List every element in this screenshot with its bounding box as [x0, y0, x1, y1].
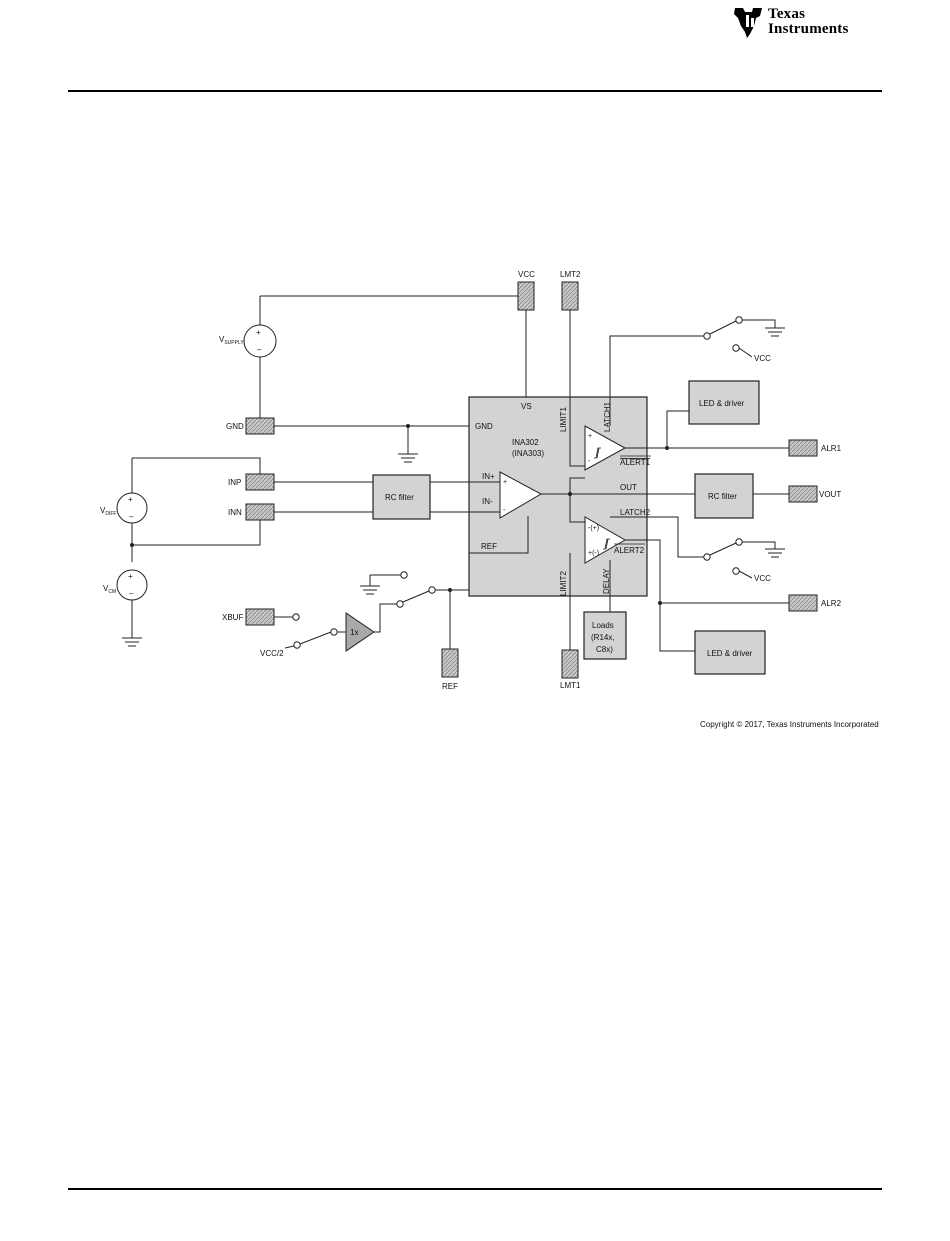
label-alr1: ALR1: [821, 444, 842, 453]
latch2-switch[interactable]: [703, 538, 753, 579]
ti-logo: Texas Instruments: [732, 4, 882, 40]
header-rule: [68, 90, 882, 92]
logo-text-line2: Instruments: [768, 21, 849, 37]
unity-buffer: [345, 612, 375, 652]
pin-out: OUT: [620, 483, 637, 492]
led-driver-block-2: [694, 630, 766, 675]
label-vcc: VCC: [518, 270, 535, 279]
pin-limit1: LIMIT1: [559, 407, 568, 432]
pin-latch1: LATCH1: [603, 401, 612, 432]
pin-limit2: LIMIT2: [559, 571, 568, 596]
vdiff-source: + –: [116, 492, 148, 524]
label-lmt1: LMT1: [560, 681, 581, 690]
footer-rule: [68, 1188, 882, 1190]
wiring: [131, 295, 789, 652]
pin-in-minus: IN-: [482, 497, 493, 506]
label-vsupply: VSUPPLY: [219, 335, 244, 346]
connector-vout[interactable]: [788, 485, 818, 503]
xbuf-select-switch[interactable]: [284, 613, 338, 649]
diff-amplifier: [499, 471, 543, 519]
rc-filter-input: [372, 474, 431, 520]
label-buffer: 1x: [350, 628, 358, 637]
loads-block: [583, 611, 627, 660]
label-rc-filter-output: RC filter: [708, 492, 737, 501]
ic-alt-name: (INA303): [512, 449, 544, 458]
pin-ref: REF: [481, 542, 497, 551]
connector-inn[interactable]: [245, 503, 275, 521]
svg-text:-: -: [503, 507, 506, 514]
pin-vs: VS: [521, 402, 532, 411]
connector-alr1[interactable]: [788, 439, 818, 457]
junction-dots: [130, 424, 669, 605]
label-switch-vcc-1: VCC: [754, 354, 771, 363]
ti-logo-icon: [734, 8, 762, 38]
pin-delay: DELAY: [602, 568, 611, 594]
svg-text:-(+): -(+): [588, 525, 599, 532]
label-vcc-half: VCC/2: [260, 649, 284, 658]
hysteresis-icon-1: [594, 447, 601, 459]
pin-latch2: LATCH2: [620, 508, 651, 517]
svg-text:–: –: [257, 345, 262, 354]
svg-text:+: +: [588, 433, 592, 440]
comparator-2: [584, 516, 627, 564]
svg-text:+: +: [503, 479, 507, 486]
ref-select-switch[interactable]: [396, 571, 436, 608]
connector-lmt1[interactable]: [561, 649, 579, 679]
connector-inp[interactable]: [245, 473, 275, 491]
svg-text:–: –: [129, 589, 134, 598]
svg-text:+: +: [128, 495, 133, 504]
svg-text:+: +: [256, 328, 261, 337]
ic-name: INA302: [512, 438, 539, 447]
label-gnd: GND: [226, 422, 244, 431]
connector-alr2[interactable]: [788, 594, 818, 612]
pin-alert2: ALERT2: [614, 546, 645, 555]
svg-text:+: +: [128, 572, 133, 581]
label-ref: REF: [442, 682, 458, 691]
label-led-driver-1: LED & driver: [699, 399, 745, 408]
hysteresis-icon-2: [603, 538, 610, 550]
label-vdiff: VDIFF: [100, 506, 116, 517]
copyright-text: Copyright © 2017, Texas Instruments Inco…: [700, 720, 879, 729]
ina302-ic-body: [468, 396, 648, 597]
label-lmt2: LMT2: [560, 270, 581, 279]
led-driver-block-1: [688, 380, 760, 425]
rc-filter-output: [694, 473, 754, 519]
label-inn: INN: [228, 508, 242, 517]
label-inp: INP: [228, 478, 241, 487]
label-rc-filter-input: RC filter: [385, 493, 414, 502]
ground-symbols: [122, 327, 785, 647]
svg-text:–: –: [129, 512, 134, 521]
label-led-driver-2: LED & driver: [707, 649, 753, 658]
svg-text:+(-): +(-): [588, 550, 599, 557]
vcm-source: + –: [116, 569, 148, 601]
svg-text:-: -: [588, 458, 591, 465]
connector-ref[interactable]: [441, 648, 459, 678]
label-loads-1: Loads: [592, 621, 614, 630]
label-loads-3: C8x): [596, 645, 613, 654]
comparator-1: [584, 425, 627, 471]
pin-gnd: GND: [475, 422, 493, 431]
pin-in-plus: IN+: [482, 472, 495, 481]
label-xbuf: XBUF: [222, 613, 243, 622]
connector-gnd[interactable]: [245, 417, 275, 435]
label-vout: VOUT: [819, 490, 841, 499]
label-vcm: VCM: [103, 584, 116, 595]
pin-alert1: ALERT1: [620, 458, 651, 467]
connector-lmt2[interactable]: [561, 281, 579, 311]
logo-text-line1: Texas: [768, 6, 806, 22]
label-alr2: ALR2: [821, 599, 842, 608]
connector-xbuf[interactable]: [245, 608, 275, 626]
vsupply-source: + –: [243, 324, 277, 358]
label-loads-2: (R14x,: [591, 633, 615, 642]
label-switch-vcc-2: VCC: [754, 574, 771, 583]
latch1-switch[interactable]: [703, 316, 753, 358]
connector-vcc[interactable]: [517, 281, 535, 311]
